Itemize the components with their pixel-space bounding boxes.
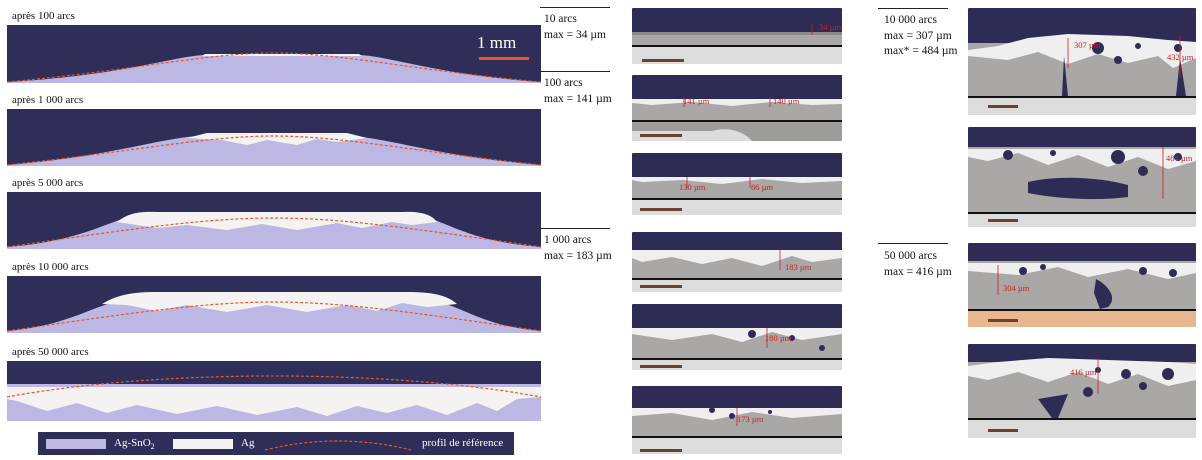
series-10000-max: max = 307 µm	[884, 30, 952, 42]
micrograph-10000-1	[968, 8, 1196, 115]
micrograph-100-1	[632, 75, 842, 141]
micrograph-1000-3	[632, 386, 842, 454]
rule-s100	[540, 71, 610, 72]
micrograph-10-1	[632, 8, 842, 64]
measure-50000b: 416 µm	[1070, 367, 1097, 377]
micrograph-50000-2	[968, 344, 1196, 438]
measure-10000c: 484 µm	[1166, 153, 1193, 163]
series-1000-title: 1 000 arcs	[544, 234, 592, 246]
series-10000-title: 10 000 arcs	[884, 14, 938, 26]
legend-label-ag: Ag	[241, 437, 255, 449]
micrograph-1000-1	[632, 232, 842, 292]
measure-1000a: 183 µm	[785, 262, 812, 272]
micrograph-10000-2	[968, 127, 1196, 227]
profile-label-100: après 100 arcs	[12, 10, 75, 22]
profile-panel-50000	[7, 361, 541, 421]
scale-label-1mm: 1 mm	[477, 33, 517, 52]
rule-s1000	[540, 228, 610, 229]
measure-100d: 86 µm	[751, 182, 774, 192]
profile-label-50000: après 50 000 arcs	[12, 346, 89, 358]
measure-1000c: 173 µm	[737, 414, 764, 424]
series-50000-max: max = 416 µm	[884, 266, 952, 278]
series-100-title: 100 arcs	[544, 77, 583, 89]
measure-100b: 140 µm	[773, 96, 800, 106]
profile-panel-5000	[7, 192, 541, 249]
micrograph-50000-1	[968, 243, 1196, 327]
measure-100a: 141 µm	[683, 96, 710, 106]
series-1000-max: max = 183 µm	[544, 250, 612, 262]
rule-s10000	[878, 8, 948, 9]
profile-panel-1000	[7, 109, 541, 166]
legend-label-agsno2: Ag-SnO2	[114, 437, 155, 452]
legend-label-ref: profil de référence	[422, 437, 504, 449]
profile-label-10000: après 10 000 arcs	[12, 261, 89, 273]
measure-10000b: 432 µm	[1167, 52, 1194, 62]
series-100-max: max = 141 µm	[544, 93, 612, 105]
series-10000-max-star: max* = 484 µm	[884, 45, 958, 57]
micrograph-100-2	[632, 153, 842, 215]
rule-s10	[540, 7, 610, 8]
measure-100c: 130 µm	[679, 182, 706, 192]
micrograph-1000-2	[632, 304, 842, 370]
measure-50000a: 304 µm	[1003, 283, 1030, 293]
series-10-title: 10 arcs	[544, 13, 577, 25]
profile-label-1000: après 1 000 arcs	[12, 94, 84, 106]
profile-label-5000: après 5 000 arcs	[12, 177, 84, 189]
legend-swatch-agsno2	[46, 439, 106, 449]
measure-1000b: 180 µm	[765, 333, 792, 343]
rule-s50000	[878, 243, 948, 244]
measure-10000a: 307 µm	[1074, 40, 1101, 50]
legend-ref-curve	[264, 440, 412, 451]
series-10-max: max = 34 µm	[544, 29, 606, 41]
legend-swatch-ag	[173, 439, 233, 449]
profile-panel-100	[7, 25, 541, 83]
legend-box: Ag-SnO2 Ag profil de référence	[38, 432, 514, 455]
series-50000-title: 50 000 arcs	[884, 250, 938, 262]
measure-10: 34 µm	[819, 22, 842, 32]
profile-panel-10000	[7, 276, 541, 333]
